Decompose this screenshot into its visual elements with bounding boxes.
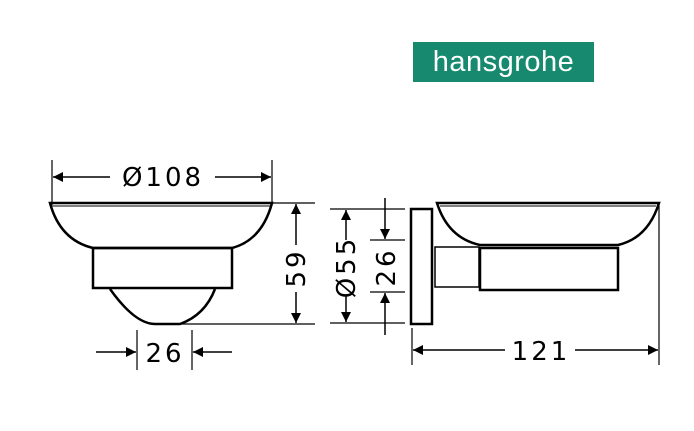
dim-plate-diameter: Ø55 <box>332 236 362 299</box>
dim-bottom-width: 26 <box>145 339 184 369</box>
side-view <box>330 198 661 365</box>
dim-arm-height: 26 <box>372 247 402 286</box>
holder-arm <box>434 246 480 288</box>
dim-depth: 121 <box>512 337 571 367</box>
soap-bowl-side <box>435 201 661 247</box>
holder-ring-side <box>478 246 620 292</box>
wall-plate <box>409 207 434 326</box>
holder-ring-front <box>91 246 234 290</box>
soap-bowl-front <box>48 201 274 250</box>
dim-height: 59 <box>282 248 312 287</box>
hansgrohe-logo: hansgrohe <box>413 42 594 82</box>
front-view <box>48 160 315 370</box>
holder-dome <box>108 288 217 326</box>
dim-bowl-diameter: Ø108 <box>122 163 204 193</box>
